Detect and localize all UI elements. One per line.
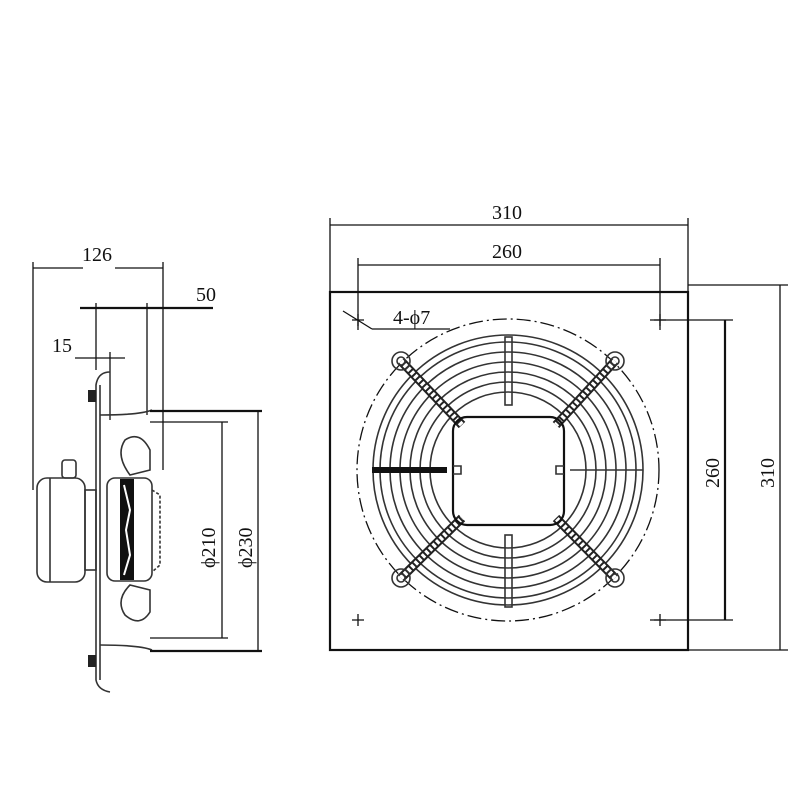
holes-callout: 4-ϕ7 bbox=[393, 307, 430, 329]
dim-width-310: 310 bbox=[492, 202, 522, 224]
dim-phi230: ϕ230 bbox=[235, 527, 257, 568]
dim-phi210: ϕ210 bbox=[198, 527, 220, 568]
dim-hole-spacing-h: 260 bbox=[492, 241, 522, 263]
side-view: 126 50 15 ϕ210 ϕ230 bbox=[32, 244, 262, 693]
dim-15: 15 bbox=[52, 335, 72, 357]
dim-126: 126 bbox=[82, 244, 112, 266]
dim-height-310: 310 bbox=[757, 458, 779, 488]
front-view: 310 260 260 310 4-ϕ7 bbox=[328, 202, 788, 652]
dim-hole-spacing-v: 260 bbox=[702, 458, 724, 488]
dim-50: 50 bbox=[196, 284, 216, 306]
